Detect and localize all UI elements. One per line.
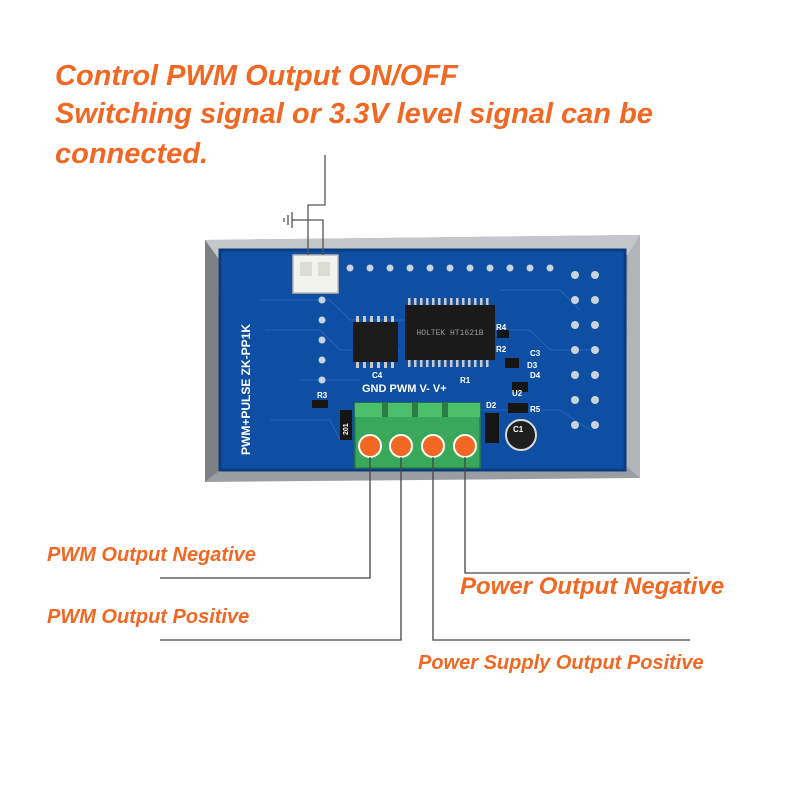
terminal-screw-4 (453, 434, 477, 458)
label-r1: R1 (460, 376, 471, 385)
label-c1: C1 (513, 425, 524, 434)
label-r2: R2 (496, 345, 507, 354)
label-d4: D4 (530, 371, 541, 380)
header-line-1: Control PWM Output ON/OFF (55, 60, 458, 92)
board-model-text: PWM+PULSE ZK-PP1K (239, 324, 253, 455)
terminal-screw-2 (389, 434, 413, 458)
label-pwm-output-negative: PWM Output Negative (47, 544, 256, 566)
header-line-3: connected. (55, 138, 209, 170)
leader-lines (160, 457, 690, 641)
terminal-screw-3 (421, 434, 445, 458)
terminal-screws (358, 434, 477, 458)
label-d3: D3 (527, 361, 538, 370)
terminal-labels: GND PWM V- V+ (362, 383, 447, 395)
label-201: 201 (343, 423, 350, 435)
leader-pwm-negative (160, 457, 371, 579)
pin-pads-left (318, 296, 326, 384)
label-pwm-output-positive: PWM Output Positive (47, 606, 250, 628)
label-u2: U2 (512, 389, 523, 398)
ic-small (353, 316, 398, 368)
label-power-output-negative: Power Output Negative (460, 573, 725, 600)
label-power-supply-output-positive: Power Supply Output Positive (418, 652, 704, 674)
label-d2: D2 (486, 401, 497, 410)
label-r3: R3 (317, 391, 328, 400)
label-r4: R4 (496, 323, 507, 332)
pin-pads-right (571, 271, 599, 429)
screw-terminal (354, 402, 481, 469)
label-c3: C3 (530, 349, 541, 358)
header-line-2: Switching signal or 3.3V level signal ca… (55, 98, 653, 130)
terminal-screw-1 (358, 434, 382, 458)
small-components (312, 330, 537, 451)
leader-power-supply-positive (432, 457, 690, 641)
jst-connector (292, 254, 339, 294)
pin-pads-top (346, 264, 554, 272)
label-c4: C4 (372, 371, 383, 380)
chip-label: HOLTEK HT1621B (416, 329, 483, 338)
main-ic-chip: HOLTEK HT1621B (405, 298, 495, 367)
leader-power-output-negative (464, 457, 690, 574)
signal-wires (283, 155, 326, 255)
label-r5: R5 (530, 405, 541, 414)
leader-pwm-positive (160, 457, 402, 641)
